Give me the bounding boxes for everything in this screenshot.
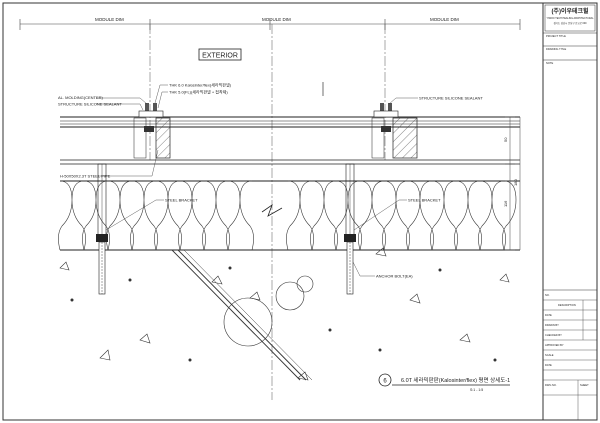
tb-row-3: DRAWN BY (545, 323, 559, 327)
callout-sealant-right: STRUCTURE SILICONE SEALANT (419, 96, 483, 101)
callout-molding: AL. MOLDING(CENTER) (58, 95, 104, 100)
ceramic-panel (60, 116, 520, 128)
company-sub: YIWOO TECH HEALING ARCHITECTURAL (546, 17, 594, 20)
module-dim-right: MODULE DIM (430, 17, 459, 22)
callout-anchor: ANCHOR BOLT(EA) (376, 274, 413, 279)
drawing-caption: 6 6.0T 세라믹판판(Kalosinter/flex) 평면 상세도-1 S… (378, 373, 510, 392)
module-dim-left: MODULE DIM (95, 17, 124, 22)
tb-row-5: APPROVED BY (545, 343, 564, 347)
module-dim-mid: MODULE DIM (262, 17, 291, 22)
company-name: (주)이우테크힐 (551, 7, 589, 15)
exterior-label: EXTERIOR (202, 53, 238, 60)
dim-50: 50 (503, 137, 508, 142)
tb-row-4: CHECKED BY (545, 333, 562, 337)
title-block: (주)이우테크힐 YIWOO TECH HEALING ARCHITECTURA… (543, 4, 597, 420)
callout-pipe: H-50X50X2.3T STEEL PIPE (60, 174, 111, 179)
panel-joint-left (133, 103, 171, 159)
callout-leaders (96, 84, 418, 277)
dim-116: 116 (503, 200, 508, 207)
insulation-band (58, 180, 520, 251)
project-title-label: PROJECT TITLE (546, 34, 566, 38)
drawing-title-label: DRAWING TITLE (546, 47, 566, 51)
callout-bracket-left: STEEL BRACKET (165, 198, 198, 203)
right-dimension-chain (505, 116, 521, 251)
panel-joint-right (371, 103, 418, 159)
tb-row-9: SHEET (580, 383, 589, 387)
exterior-label-box (198, 48, 242, 61)
callout-panel-line2: THK 5.0(FL)(세라믹판넬 + 접착제) (169, 89, 228, 95)
concrete-wall (59, 247, 510, 381)
center-lines (149, 24, 386, 400)
steel-bracket-right (345, 163, 355, 237)
tb-row-0: NO. (545, 293, 550, 297)
tb-row-1: DESCRIPTION (558, 303, 576, 307)
caption-number: 6 (383, 379, 387, 385)
steel-pipe (60, 159, 520, 165)
anchor-bolt-right (344, 234, 356, 295)
caption-scale: S:1 - 1:5 (470, 388, 483, 392)
tb-row-6: SCALE (545, 353, 554, 357)
callout-bracket-right: STEEL BRACKET (408, 198, 441, 203)
callout-panel-line1: THK 6.0 Kalosinter/flex(세라믹판넬) (169, 82, 232, 88)
caption-title: 6.0T 세라믹판판(Kalosinter/flex) 평면 상세도-1 (401, 376, 510, 384)
company-address: 경기도 성남시 분당구 판교로 000 (553, 21, 587, 25)
title-block-rows (543, 299, 597, 420)
tb-row-8: DWG NO. (545, 383, 557, 387)
anchor-bolt-left (96, 234, 108, 295)
tb-row-2: DATE (545, 313, 552, 317)
tb-row-7: DATE (545, 363, 552, 367)
module-dimension-line: MODULE DIM MODULE DIM MODULE DIM (19, 17, 521, 30)
dim-180: 180 (513, 179, 518, 186)
notes-label: NOTE (546, 61, 553, 65)
callout-sealant-left: STRUCTURE SILICONE SEALANT (58, 102, 122, 107)
